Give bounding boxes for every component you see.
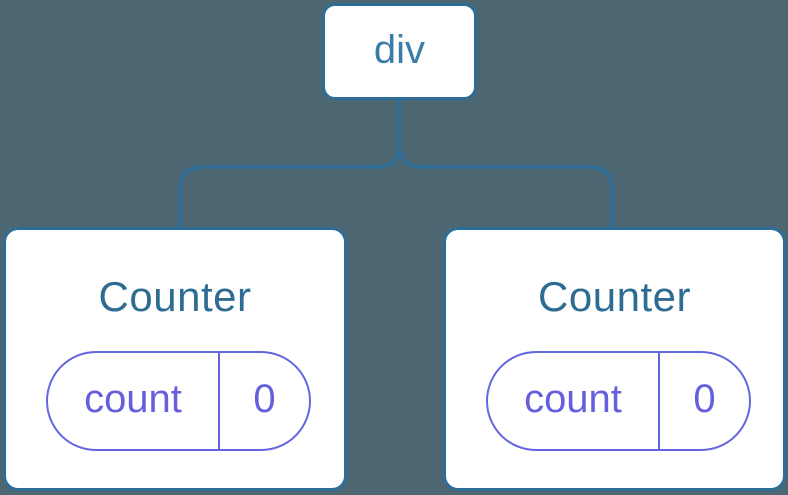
root-node-label: div [373, 27, 426, 72]
state-pill: count 0 [486, 351, 751, 451]
state-pill: count 0 [46, 351, 311, 451]
counter-title: Counter [538, 273, 691, 320]
state-value: 0 [253, 377, 276, 421]
connector-left-branch [178, 100, 402, 228]
counter-node-right: Counter count 0 [443, 227, 786, 491]
connector-right-branch [397, 100, 614, 228]
root-node: div [322, 3, 477, 100]
counter-node-left: Counter count 0 [3, 227, 347, 491]
counter-title: Counter [98, 273, 252, 320]
state-key-label: count [48, 353, 220, 449]
state-value: 0 [693, 377, 716, 421]
state-key-label: count [488, 353, 660, 449]
